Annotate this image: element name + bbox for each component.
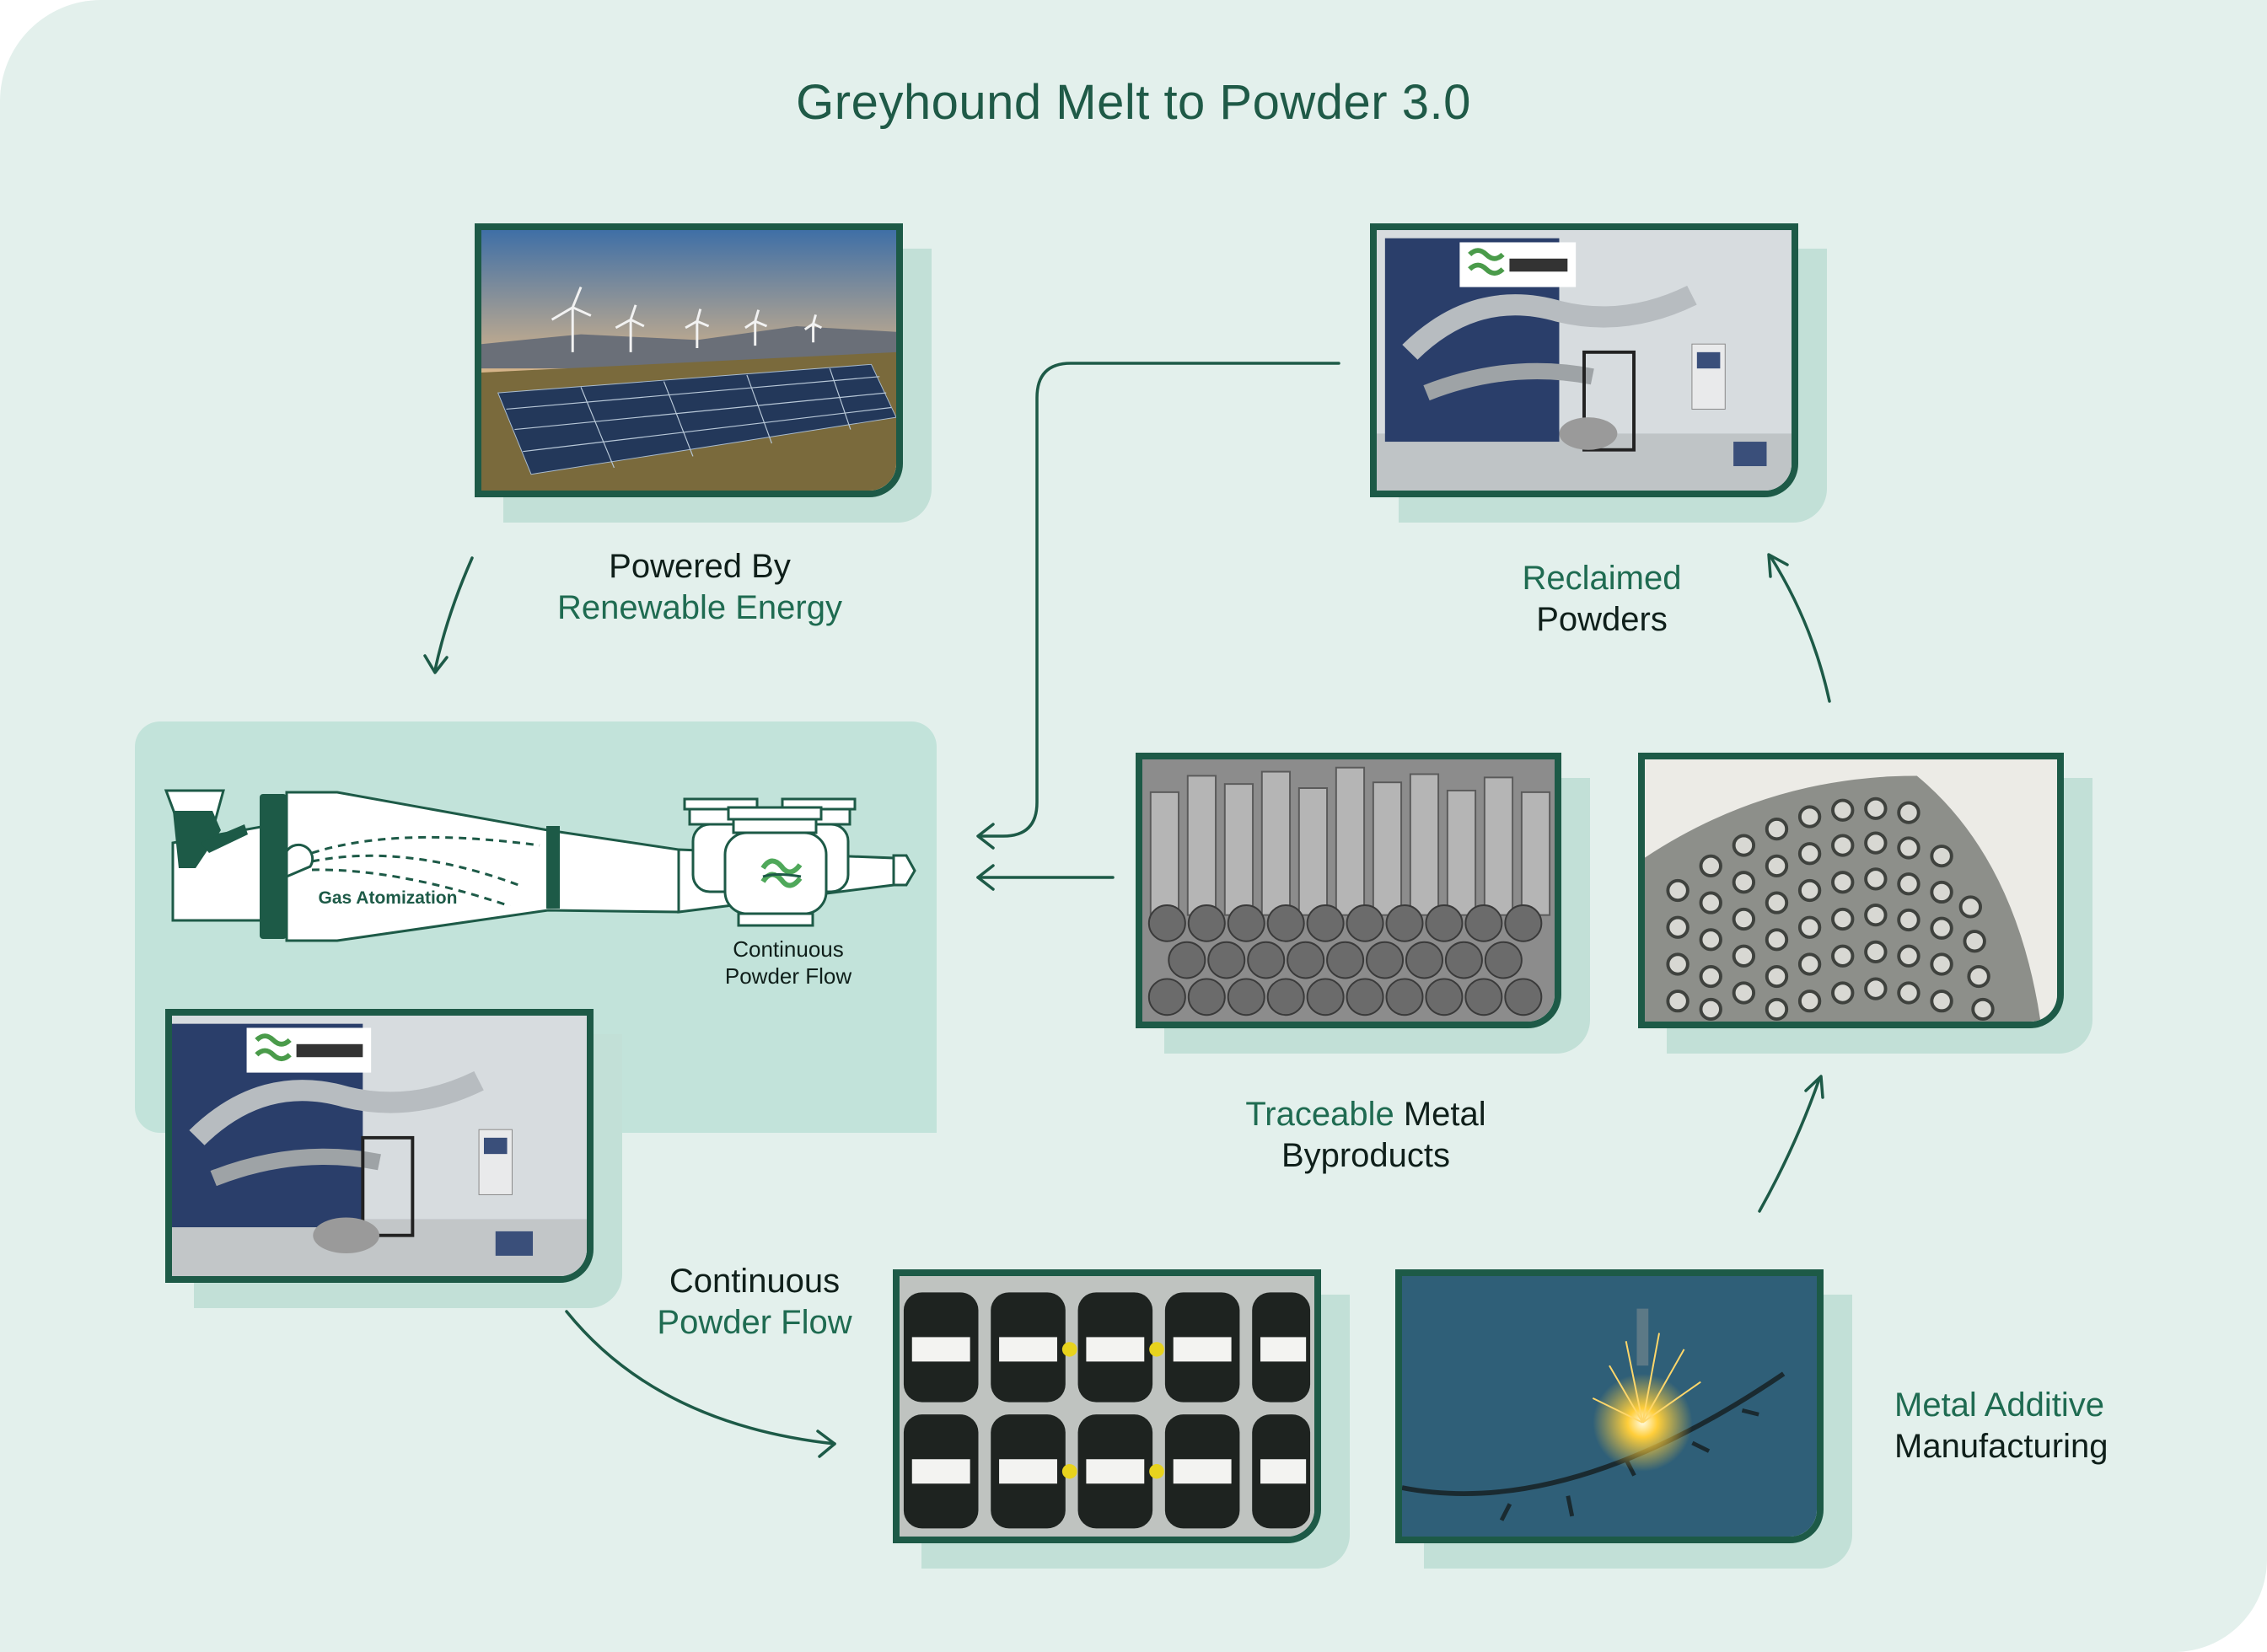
reclaimed-label-line1: Reclaimed [1522, 560, 1682, 597]
continuous-powder-flow-label: Continuous Powder Flow [615, 1261, 894, 1344]
arrow-parts-to-reclaimed [1769, 555, 1831, 703]
atomizer-schematic [164, 789, 916, 942]
traceable-byproducts-label: Traceable Metal Byproducts [1180, 1094, 1551, 1177]
additive-label-line1: Metal Additive [1894, 1386, 2105, 1424]
powder-canisters-image [893, 1269, 1321, 1543]
metal-word: Metal [1394, 1096, 1486, 1133]
continuous-label-line1: Continuous [669, 1263, 841, 1300]
powder-canisters-card [893, 1269, 1350, 1569]
printed-parts-card [1638, 753, 2092, 1054]
facility-card [165, 1009, 622, 1308]
schematic-flow-label: Continuous Powder Flow [683, 936, 894, 990]
metal-bars-image [1136, 753, 1561, 1028]
reclaimed-label-line2: Powders [1536, 601, 1668, 638]
renewable-energy-card [475, 223, 932, 523]
arrow-renewable-to-atomizer [433, 556, 474, 672]
gas-atomization-label: Gas Atomization [318, 888, 458, 908]
renewable-energy-image [475, 223, 903, 497]
additive-label-line2: Manufacturing [1894, 1428, 2109, 1465]
arrow-reclaimed-to-atomizer [978, 362, 1340, 838]
reclaimed-powders-card [1370, 223, 1827, 523]
reclaimed-powders-image [1370, 223, 1798, 497]
tube-bundle-image [1638, 753, 2064, 1028]
additive-manufacturing-card [1395, 1269, 1852, 1569]
renewable-label-line1: Powered By [609, 548, 791, 585]
traceable-word: Traceable [1245, 1096, 1394, 1133]
renewable-energy-label: Powered By Renewable Energy [506, 546, 894, 629]
page-title: Greyhound Melt to Powder 3.0 [796, 75, 1471, 130]
renewable-label-line2: Renewable Energy [557, 589, 842, 626]
metal-additive-label: Metal Additive Manufacturing [1894, 1385, 2198, 1467]
continuous-label-line2: Powder Flow [657, 1304, 852, 1341]
flow-arrows [423, 362, 1831, 1458]
traceable-byproducts-card [1136, 753, 1590, 1054]
arrow-facility-to-canisters [565, 1310, 836, 1446]
laser-melting-image [1395, 1269, 1824, 1543]
reclaimed-powders-label: Reclaimed Powders [1433, 558, 1770, 641]
schematic-flow-line1: Continuous [733, 936, 844, 962]
schematic-flow-line2: Powder Flow [724, 963, 852, 989]
byproducts-word: Byproducts [1281, 1137, 1451, 1174]
facility-image [165, 1009, 594, 1283]
arrow-additive-to-parts [1758, 1077, 1821, 1213]
